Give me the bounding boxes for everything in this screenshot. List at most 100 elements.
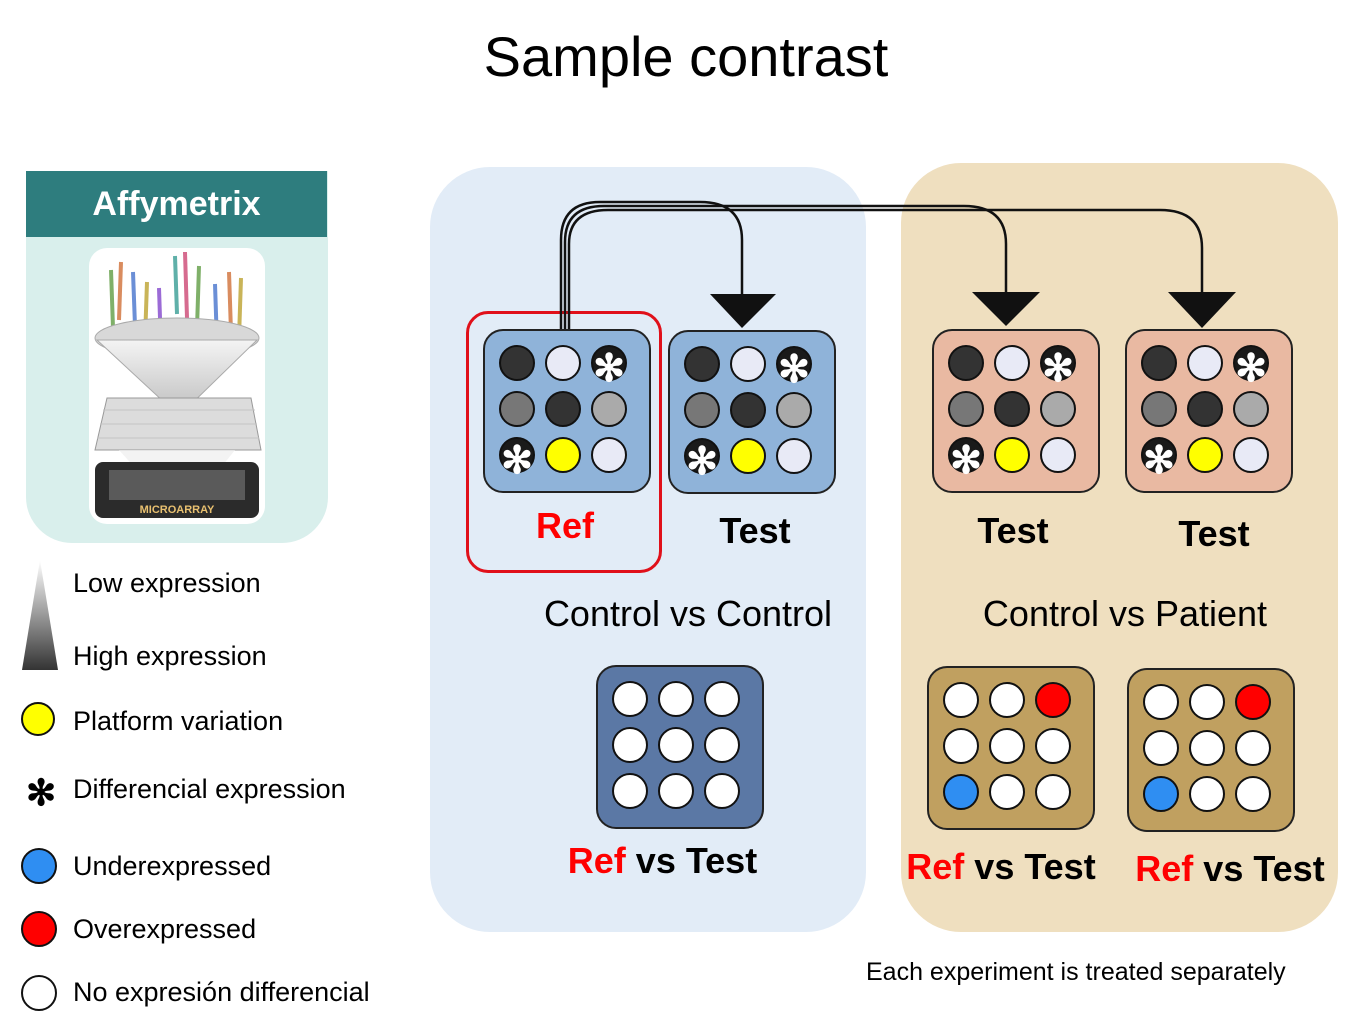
- well-circle: [989, 682, 1025, 718]
- well-circle: [776, 392, 812, 428]
- well-circle: [612, 727, 648, 763]
- asterisk-icon: ✻: [26, 772, 57, 813]
- well-circle: [1141, 391, 1177, 427]
- result-vs-test-text: vs Test: [625, 840, 758, 881]
- result-vs-test-text: vs Test: [964, 846, 1096, 887]
- well-circle: [948, 391, 984, 427]
- well-circle: [1189, 684, 1225, 720]
- well-circle: [1141, 345, 1177, 381]
- asterisk-well: ✻: [684, 438, 720, 483]
- well-circle: [730, 392, 766, 428]
- legend-overexpressed: Overexpressed: [73, 914, 257, 944]
- well-circle: [776, 438, 812, 474]
- asterisk-well: ✻: [1141, 437, 1177, 482]
- control-test-label: Test: [719, 510, 791, 551]
- well-circle: [1187, 345, 1223, 381]
- well-circle: [591, 391, 627, 427]
- patient-result-label-2: Ref vs Test: [1122, 848, 1338, 890]
- legend-low-expression: Low expression: [73, 568, 261, 598]
- asterisk-well: ✻: [499, 437, 535, 482]
- patient-result-plate-1: [927, 666, 1095, 830]
- well-circle: [994, 345, 1030, 381]
- control-section-label: Control vs Control: [543, 593, 833, 634]
- result-ref-text: Ref: [906, 846, 965, 887]
- asterisk-well: ✻: [591, 345, 627, 390]
- well-circle: [1143, 684, 1179, 720]
- well-circle: [545, 437, 581, 473]
- well-circle: [1143, 730, 1179, 766]
- platform-name: Affymetrix: [26, 171, 327, 237]
- well-circle: [684, 346, 720, 382]
- well-circle: [612, 681, 648, 717]
- microarray-icon: MICROARRAY: [94, 251, 262, 518]
- microarray-illustration: MICROARRAY: [89, 248, 265, 524]
- well-circle: [1040, 437, 1076, 473]
- well-circle: [994, 391, 1030, 427]
- well-circle: [943, 774, 979, 810]
- well-circle: [499, 391, 535, 427]
- well-circle: [1035, 728, 1071, 764]
- well-circle: [612, 773, 648, 809]
- well-circle: [658, 727, 694, 763]
- ref-plate: ✻✻: [483, 329, 651, 493]
- well-circle: [704, 681, 740, 717]
- well-circle: [943, 728, 979, 764]
- well-circle: [704, 773, 740, 809]
- arrow-head: [1168, 292, 1236, 328]
- well-circle: [591, 437, 627, 473]
- arrow-head: [710, 294, 776, 328]
- well-circle: [989, 728, 1025, 764]
- patient-test-label-2: Test: [1178, 513, 1250, 554]
- patient-section-label: Control vs Patient: [982, 593, 1268, 634]
- result-ref-text: Ref: [567, 840, 626, 881]
- well-circle: [1143, 776, 1179, 812]
- patient-test-label-1: Test: [977, 510, 1049, 551]
- well-circle: [1187, 391, 1223, 427]
- patient-test-plate-2: ✻✻: [1125, 329, 1293, 493]
- well-circle: [1235, 730, 1271, 766]
- well-circle: [1189, 730, 1225, 766]
- well-circle: [1189, 776, 1225, 812]
- patient-test-plate-1: ✻✻: [932, 329, 1100, 493]
- arrow-head: [972, 292, 1040, 326]
- control-result-plate: [596, 665, 764, 829]
- page-title: Sample contrast: [483, 25, 889, 88]
- well-circle: [943, 682, 979, 718]
- well-circle: [1035, 774, 1071, 810]
- well-circle: [1040, 391, 1076, 427]
- asterisk-well: ✻: [1040, 345, 1076, 390]
- footer-note: Each experiment is treated separately: [866, 958, 1286, 986]
- well-circle: [1035, 682, 1071, 718]
- patient-result-plate-2: [1127, 668, 1295, 832]
- legend-underexpressed: Underexpressed: [73, 851, 272, 881]
- red-circle-icon: [21, 911, 57, 947]
- well-circle: [948, 345, 984, 381]
- well-circle: [989, 774, 1025, 810]
- white-circle-icon: [21, 975, 57, 1011]
- well-circle: [545, 391, 581, 427]
- asterisk-well: ✻: [776, 346, 812, 391]
- chip-label: MICROARRAY: [140, 504, 215, 516]
- well-circle: [684, 392, 720, 428]
- result-ref-text: Ref: [1135, 848, 1194, 889]
- control-result-label: Ref vs Test: [540, 840, 785, 882]
- asterisk-well: ✻: [1233, 345, 1269, 390]
- legend-high-expression: High expression: [73, 641, 267, 671]
- control-test-plate: ✻✻: [668, 330, 836, 494]
- well-circle: [730, 438, 766, 474]
- blue-circle-icon: [21, 848, 57, 884]
- result-vs-test-text: vs Test: [1193, 848, 1325, 889]
- well-circle: [1187, 437, 1223, 473]
- well-circle: [1235, 684, 1271, 720]
- legend-differential-expression: Differencial expression: [73, 774, 346, 804]
- well-circle: [704, 727, 740, 763]
- well-circle: [658, 773, 694, 809]
- well-circle: [994, 437, 1030, 473]
- yellow-circle-icon: [21, 702, 55, 736]
- well-circle: [1233, 437, 1269, 473]
- well-circle: [545, 345, 581, 381]
- well-circle: [1235, 776, 1271, 812]
- ref-label: Ref: [535, 505, 594, 546]
- well-circle: [499, 345, 535, 381]
